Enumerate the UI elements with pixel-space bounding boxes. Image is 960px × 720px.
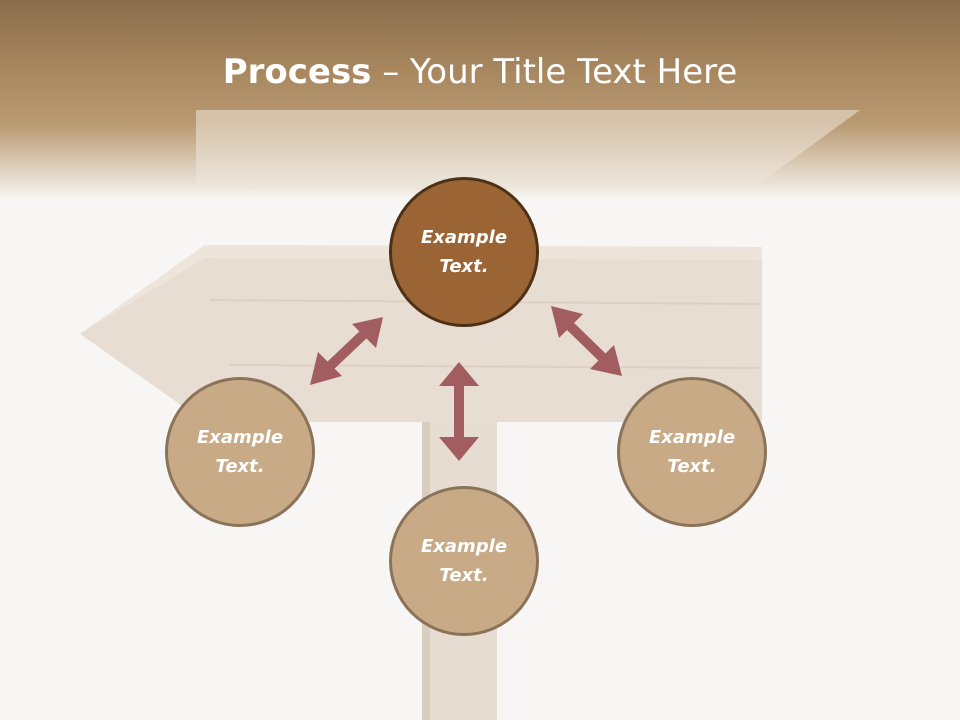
arrow-top-left	[310, 317, 383, 385]
arrow-vertical	[439, 362, 479, 461]
node-top-label: Example Text.	[420, 227, 508, 277]
page-title: Process – Your Title Text Here	[0, 52, 960, 92]
node-bottom-label: Example Text.	[420, 536, 508, 586]
node-left-label: Example Text.	[196, 427, 284, 477]
node-bottom: Example Text.	[389, 486, 539, 636]
node-left: Example Text.	[165, 377, 315, 527]
node-right: Example Text.	[617, 377, 767, 527]
title-rest: – Your Title Text Here	[371, 52, 738, 92]
node-right-label: Example Text.	[648, 427, 736, 477]
node-top: Example Text.	[389, 177, 539, 327]
title-bold: Process	[222, 52, 372, 92]
arrow-top-right	[551, 306, 622, 376]
